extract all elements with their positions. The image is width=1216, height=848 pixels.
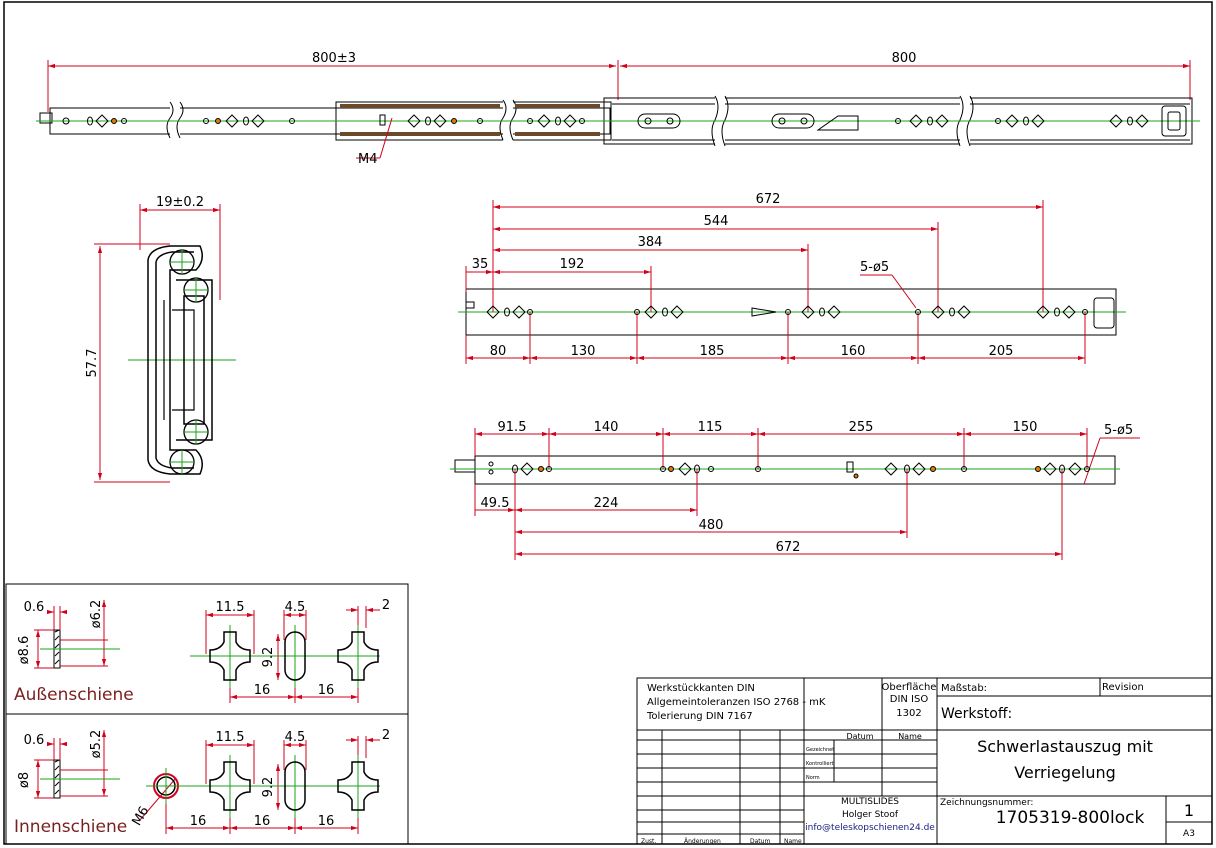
dim-205: 205 bbox=[989, 344, 1014, 359]
title-line-2: Verriegelung bbox=[1014, 763, 1116, 782]
paper-format: A3 bbox=[1183, 829, 1195, 839]
dim-185: 185 bbox=[700, 344, 725, 359]
person: Holger Stoof bbox=[842, 810, 899, 820]
footer-name: Name bbox=[784, 838, 802, 845]
outer-rail-view: 672 544 384 35 192 5-ø5 80 130 185 160 2… bbox=[458, 192, 1126, 364]
dim-p1: 16 bbox=[254, 683, 271, 698]
row-norm: Norm bbox=[806, 775, 820, 781]
surface-line-2: DIN ISO bbox=[890, 694, 929, 705]
hole-detail-box: 0.6 ø6.2 ø8.6 11.5 4.5 2 9.2 16 16 Außen… bbox=[5, 583, 409, 845]
dim-hole-small: ø6.2 bbox=[89, 600, 104, 629]
top-view: 800±3 800 bbox=[36, 51, 1200, 167]
col-date: Datum bbox=[846, 732, 873, 741]
col-name: Name bbox=[898, 732, 922, 741]
sheet-number: 1 bbox=[1184, 801, 1194, 820]
detail-inner: 0.6 ø5.2 ø8 11.5 4.5 2 9.2 16 16 16 M6 I… bbox=[14, 728, 390, 837]
section-view: 19±0.2 57.7 bbox=[85, 195, 236, 483]
dim-35: 35 bbox=[472, 257, 489, 272]
dim-p1-inner: 16 bbox=[190, 814, 207, 829]
dim-224: 224 bbox=[594, 496, 619, 511]
dim-480: 480 bbox=[699, 518, 724, 533]
surface-line-3: 1302 bbox=[896, 708, 921, 719]
row-checked: Kontrolliert bbox=[806, 761, 834, 767]
revision-label: Revision bbox=[1102, 682, 1144, 693]
dim-thread: M6 bbox=[130, 804, 153, 828]
dim-hole-big-inner: ø8 bbox=[17, 772, 32, 788]
dim-57-7: 57.7 bbox=[85, 349, 100, 378]
dim-130: 130 bbox=[571, 344, 596, 359]
dim-thick-inner: 0.6 bbox=[24, 733, 45, 748]
dim-800: 800 bbox=[892, 51, 917, 66]
detail-outer: 0.6 ø6.2 ø8.6 11.5 4.5 2 9.2 16 16 Außen… bbox=[14, 598, 390, 705]
dim-140: 140 bbox=[594, 420, 619, 435]
dim-115: 115 bbox=[698, 420, 723, 435]
dim-672-inner: 672 bbox=[776, 540, 801, 555]
sheet-frame bbox=[3, 1, 1213, 845]
dim-800-tol: 800±3 bbox=[312, 51, 356, 66]
footer-state: Zust. bbox=[641, 838, 656, 845]
dim-h-inner: 9.2 bbox=[261, 777, 276, 798]
dim-hole-small-inner: ø5.2 bbox=[89, 730, 104, 759]
dim-49-5: 49.5 bbox=[481, 496, 510, 511]
drawing-number: 1705319-800lock bbox=[996, 808, 1145, 828]
dim-255: 255 bbox=[849, 420, 874, 435]
dim-hole-big: ø8.6 bbox=[17, 636, 32, 665]
email-link[interactable]: info@teleskopschienen24.de bbox=[805, 823, 935, 833]
footer-date: Datum bbox=[750, 838, 770, 845]
hole-callout: 5-ø5 bbox=[860, 260, 889, 275]
label-innenschiene: Innenschiene bbox=[14, 817, 127, 837]
dim-672: 672 bbox=[756, 192, 781, 207]
title-block bbox=[636, 677, 1213, 845]
scale-label: Maßstab: bbox=[941, 683, 987, 694]
dim-160: 160 bbox=[841, 344, 866, 359]
footer-changes: Änderungen bbox=[684, 838, 721, 845]
dim-150: 150 bbox=[1013, 420, 1038, 435]
dim-w2: 4.5 bbox=[285, 600, 306, 615]
dim-384: 384 bbox=[638, 235, 663, 250]
dim-h: 9.2 bbox=[261, 647, 276, 668]
dim-544: 544 bbox=[704, 214, 729, 229]
note-line-3: Tolerierung DIN 7167 bbox=[646, 711, 753, 722]
hole-callout-inner: 5-ø5 bbox=[1104, 423, 1133, 438]
dim-80: 80 bbox=[490, 344, 507, 359]
callout-m4: M4 bbox=[358, 152, 378, 167]
dim-w3-inner: 2 bbox=[382, 728, 390, 743]
dim-w1: 11.5 bbox=[216, 600, 245, 615]
note-line-1: Werkstückkanten DIN bbox=[647, 683, 755, 694]
dim-p2-inner: 16 bbox=[254, 814, 271, 829]
dim-w1-inner: 11.5 bbox=[216, 730, 245, 745]
dim-91-5: 91.5 bbox=[498, 420, 527, 435]
note-line-2: Allgemeintoleranzen ISO 2768 - mK bbox=[647, 697, 826, 708]
drawing-no-label: Zeichnungsnummer: bbox=[940, 798, 1033, 808]
dim-thick: 0.6 bbox=[24, 600, 45, 615]
dim-19: 19±0.2 bbox=[156, 195, 204, 210]
title-line-1: Schwerlastauszug mit bbox=[977, 737, 1153, 756]
dim-w2-inner: 4.5 bbox=[285, 730, 306, 745]
dim-w3: 2 bbox=[382, 598, 390, 613]
inner-rail-view: 91.5 140 115 255 150 5-ø5 49.5 224 480 6… bbox=[450, 420, 1140, 560]
surface-line-1: Oberfläche bbox=[882, 682, 937, 693]
title-block-text: Werkstückkanten DIN Allgemeintoleranzen … bbox=[641, 682, 1195, 845]
row-drawn: Gezeichnet bbox=[806, 747, 834, 753]
material-label: Werkstoff: bbox=[941, 706, 1012, 722]
label-aussenschiene: Außenschiene bbox=[14, 685, 134, 705]
dim-192: 192 bbox=[560, 257, 585, 272]
company: MULTISLIDES bbox=[841, 797, 899, 807]
dim-p3-inner: 16 bbox=[318, 814, 335, 829]
dim-p2: 16 bbox=[318, 683, 335, 698]
